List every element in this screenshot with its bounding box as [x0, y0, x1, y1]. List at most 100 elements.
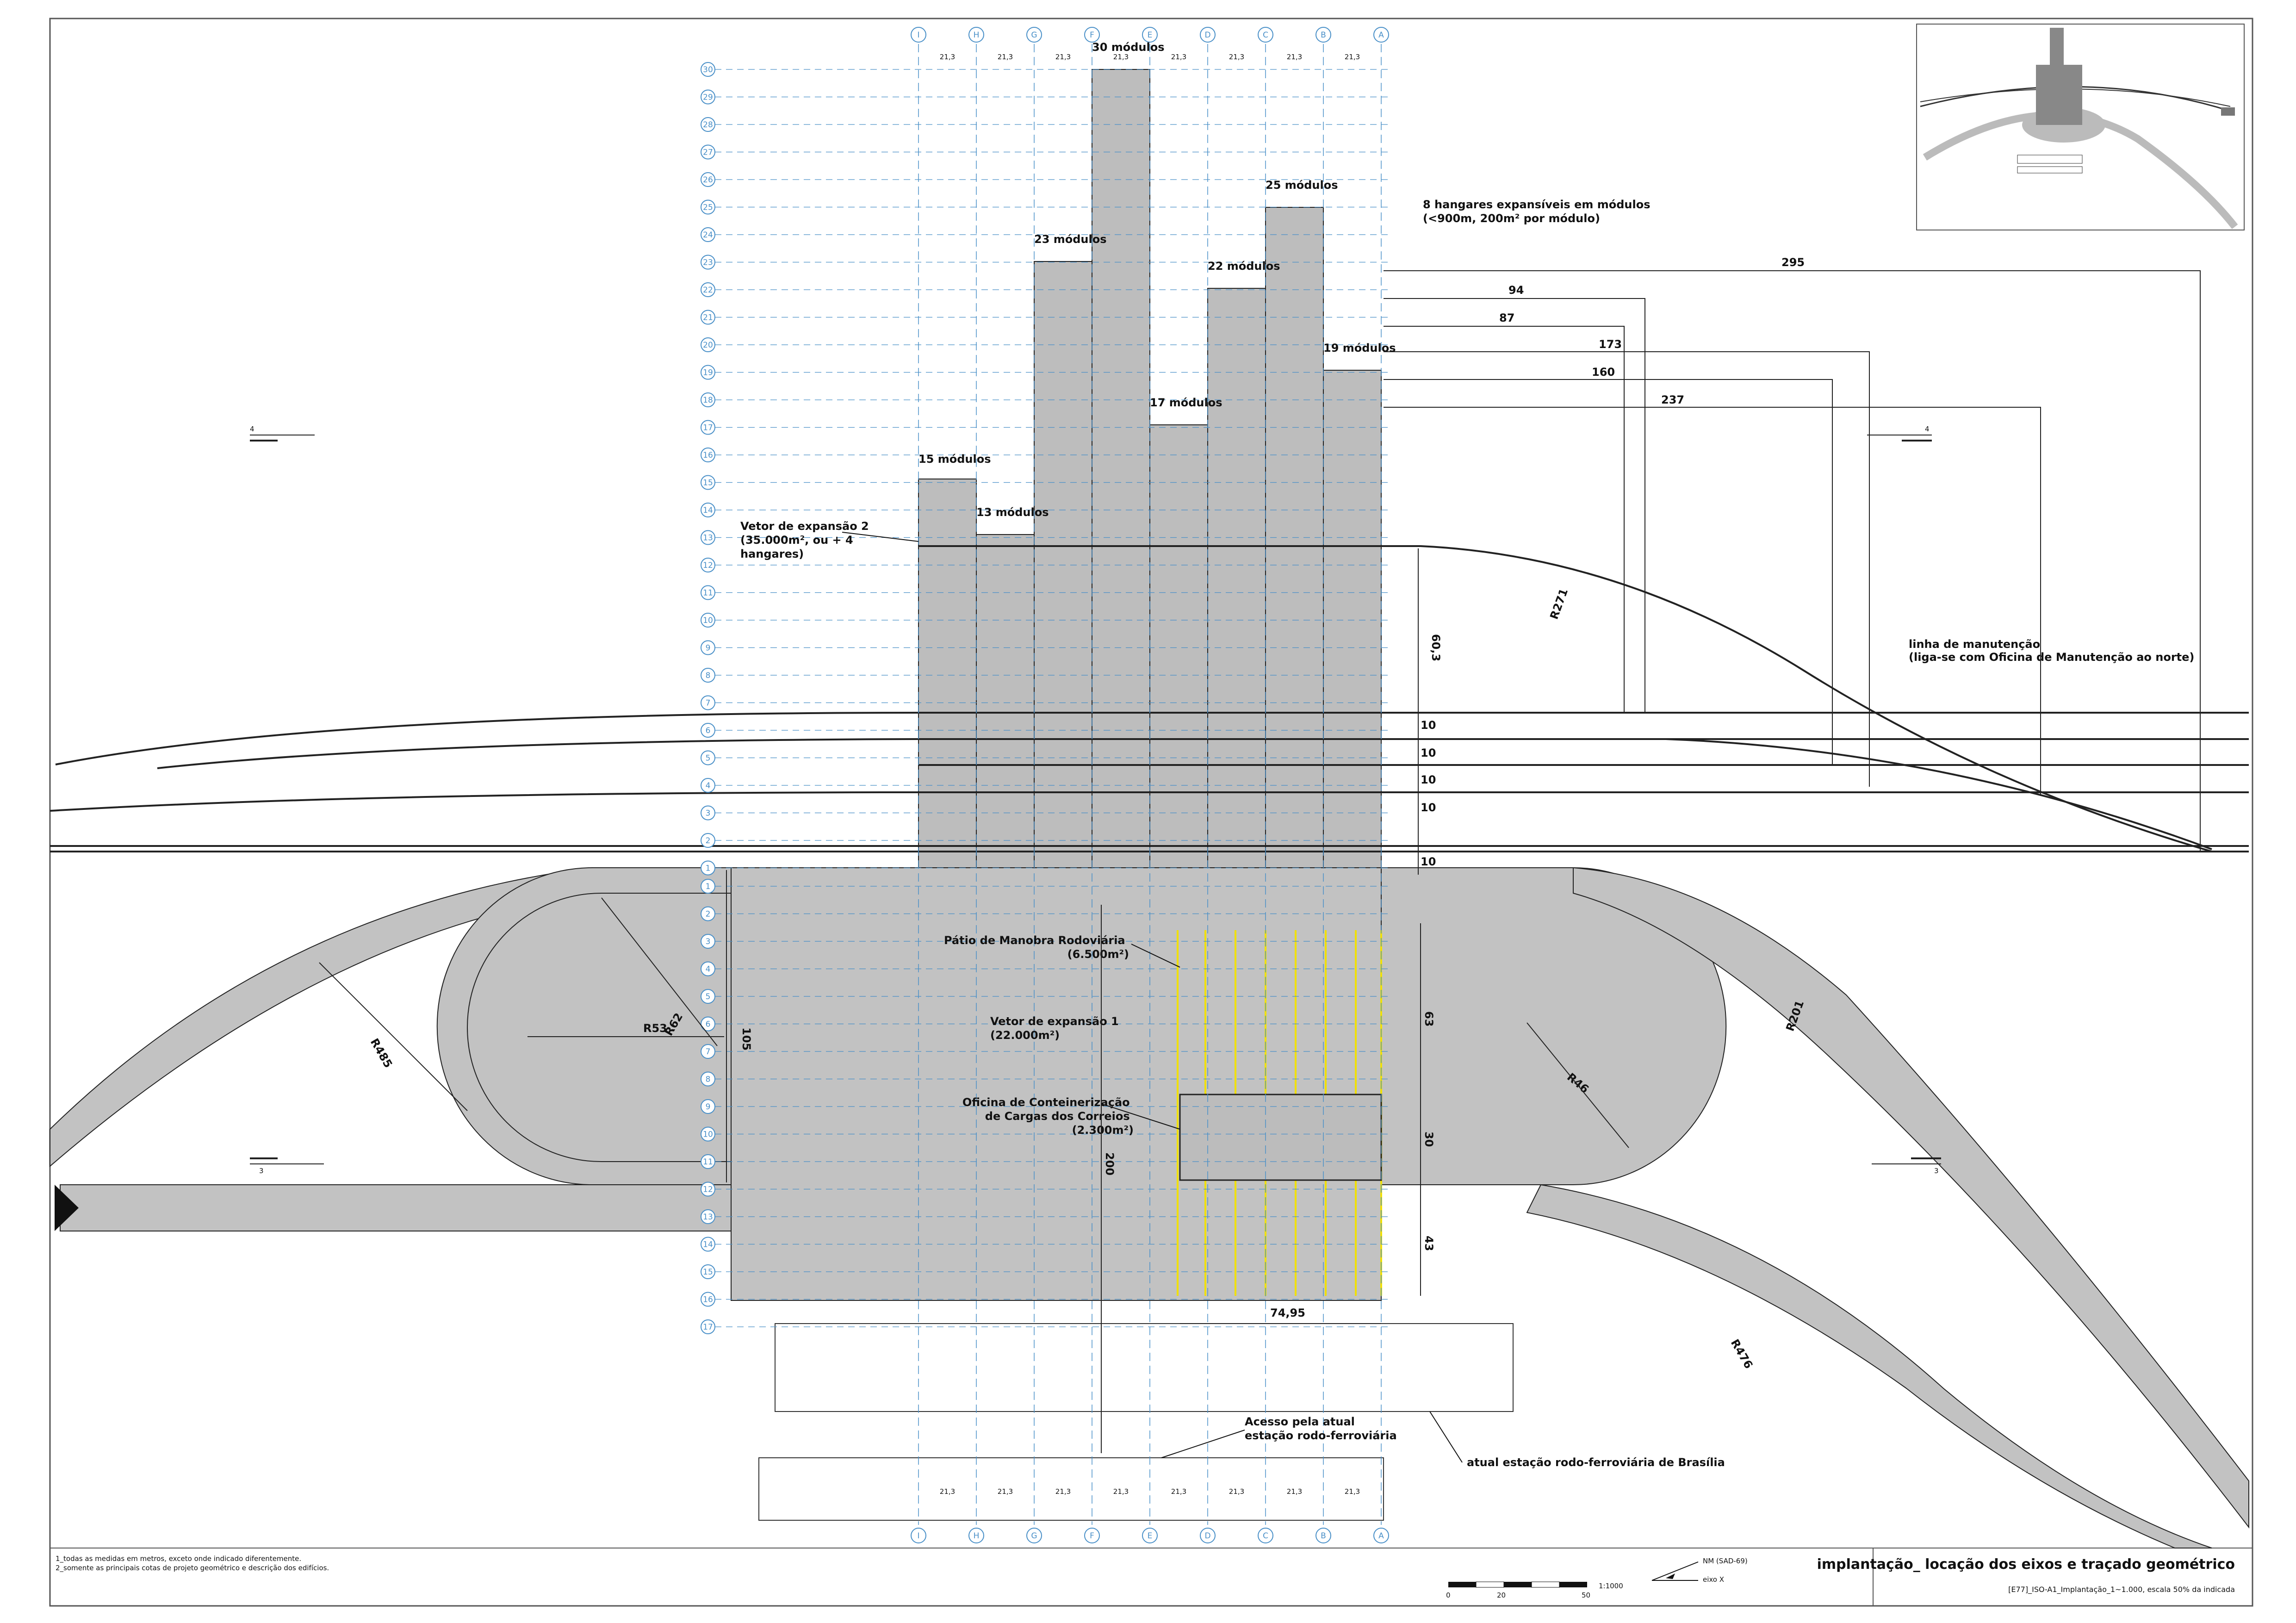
column-label-C: C	[1263, 1531, 1268, 1541]
row-bubble-north-15: 15	[701, 475, 715, 490]
row-bubble-south-4: 4	[701, 961, 715, 976]
column-label-A: A	[1378, 1531, 1384, 1541]
dim-10-d: 10	[1421, 801, 1436, 814]
drawing-title: implantação_ locação dos eixos e traçado…	[1817, 1556, 2235, 1573]
row-bubble-north-11: 11	[701, 585, 715, 600]
row-bubble-north-6: 6	[701, 723, 715, 738]
column-label-D: D	[1204, 31, 1210, 40]
column-label-B: B	[1321, 1531, 1326, 1541]
note-1: 1_todas as medidas em metros, exceto ond…	[56, 1555, 301, 1563]
hangar-label-E: 17 módulos	[1150, 396, 1222, 409]
hangar-label-G: 23 módulos	[1034, 233, 1107, 246]
row-label-south-8: 8	[706, 1075, 711, 1084]
dim-10-b: 10	[1421, 746, 1436, 759]
row-label-north-16: 16	[703, 451, 713, 460]
column-bubble-G-bottom: G	[1026, 1528, 1042, 1543]
drawing-file-ref: [E77]_ISO-A1_Implantação_1~1.000, escala…	[2008, 1585, 2235, 1594]
row-bubble-north-23: 23	[701, 255, 715, 270]
column-bubble-D-top: D	[1200, 27, 1216, 43]
row-label-north-19: 19	[703, 368, 713, 378]
radius-r476: R476	[1728, 1337, 1756, 1371]
column-spacing-top-6: 21,3	[1287, 53, 1302, 61]
dim-10-a: 10	[1421, 719, 1436, 732]
dim-295: 295	[1781, 256, 1805, 269]
row-label-south-12: 12	[703, 1185, 713, 1194]
current-station-label: atual estação rodo-ferroviária de Brasíl…	[1467, 1456, 1725, 1469]
dim-94: 94	[1508, 284, 1524, 297]
container-workshop-block	[1179, 1094, 1382, 1181]
general-notes: 1_todas as medidas em metros, exceto ond…	[56, 1555, 329, 1573]
container-workshop-label: Oficina de Conteinerização de Cargas dos…	[962, 1096, 1134, 1137]
dim-10-e: 10	[1421, 855, 1436, 868]
row-label-north-28: 28	[703, 120, 713, 130]
column-spacing-top-0: 21,3	[940, 53, 955, 61]
row-bubble-south-13: 13	[701, 1209, 715, 1224]
row-bubble-north-21: 21	[701, 310, 715, 325]
column-spacing-bottom-1: 21,3	[998, 1487, 1013, 1496]
row-label-south-1: 1	[706, 882, 711, 891]
row-label-south-2: 2	[706, 910, 711, 919]
column-label-C: C	[1263, 31, 1268, 40]
yard-dimensions: 105 63 30 43 200 74,95	[726, 870, 1435, 1453]
section-mark-4-east: 4	[1925, 425, 1930, 433]
row-label-north-18: 18	[703, 396, 713, 405]
row-label-north-7: 7	[706, 699, 711, 708]
row-label-south-14: 14	[703, 1240, 713, 1250]
column-bubble-H-top: H	[968, 27, 984, 43]
row-label-north-25: 25	[703, 203, 713, 212]
row-bubble-south-15: 15	[701, 1264, 715, 1279]
column-spacing-bottom-3: 21,3	[1113, 1487, 1129, 1496]
section-mark-3-east: 3	[1934, 1167, 1939, 1175]
row-label-north-3: 3	[706, 809, 711, 818]
hangar-G	[1034, 261, 1092, 868]
column-label-G: G	[1031, 1531, 1037, 1541]
radius-r485: R485	[368, 1036, 395, 1070]
dim-160: 160	[1592, 366, 1615, 379]
row-bubble-north-30: 30	[701, 62, 715, 77]
row-bubble-south-16: 16	[701, 1292, 715, 1307]
scale-bar: 0 20 50 1:1000	[1446, 1581, 1623, 1599]
row-bubble-south-14: 14	[701, 1237, 715, 1252]
row-bubble-north-18: 18	[701, 392, 715, 407]
row-label-north-15: 15	[703, 479, 713, 488]
hangars-note: 8 hangares expansíveis em módulos (<900m…	[1423, 198, 1654, 225]
column-spacing-top-7: 21,3	[1345, 53, 1360, 61]
dim-63: 63	[1422, 1011, 1435, 1026]
row-label-north-11: 11	[703, 589, 713, 598]
column-spacing-top-5: 21,3	[1229, 53, 1244, 61]
row-grid-lines	[715, 69, 1388, 1327]
north-label-nm: NM (SAD-69)	[1703, 1557, 1748, 1565]
row-bubble-north-28: 28	[701, 117, 715, 132]
dim-87: 87	[1499, 311, 1514, 324]
row-label-north-1: 1	[706, 864, 711, 873]
column-bubble-A-bottom: A	[1373, 1528, 1389, 1543]
row-bubble-north-9: 9	[701, 640, 715, 655]
row-label-north-17: 17	[703, 423, 713, 433]
road-yard-label: Pátio de Manobra Rodoviária (6.500m²)	[944, 934, 1129, 961]
column-bubble-H-bottom: H	[968, 1528, 984, 1543]
row-label-south-15: 15	[703, 1268, 713, 1277]
row-bubble-south-6: 6	[701, 1016, 715, 1032]
expansion-vector-2-label: Vetor de expansão 2 (35.000m², ou + 4 ha…	[740, 520, 873, 560]
hangar-label-I: 15 módulos	[918, 453, 991, 466]
north-arrow: NM (SAD-69) eixo X	[1651, 1557, 1748, 1584]
hangar-F	[1092, 69, 1150, 868]
column-spacing-bottom-5: 21,3	[1229, 1487, 1244, 1496]
row-label-north-4: 4	[706, 781, 711, 790]
column-spacing-bottom-2: 21,3	[1055, 1487, 1071, 1496]
length-dimension-labels: 295 94 87 173 160 237	[1499, 256, 1805, 406]
row-bubble-south-3: 3	[701, 934, 715, 949]
row-bubble-south-11: 11	[701, 1154, 715, 1169]
column-spacing-top-2: 21,3	[1055, 53, 1071, 61]
hangar-D	[1207, 288, 1266, 868]
note-2: 2_somente as principais cotas de projeto…	[56, 1564, 329, 1573]
column-spacing-labels: 21,321,321,321,321,321,321,321,321,321,3…	[940, 53, 1360, 1496]
row-bubble-north-10: 10	[701, 613, 715, 628]
hangar-label-D: 22 módulos	[1208, 260, 1280, 273]
road-curve-southeast	[1526, 1184, 2212, 1548]
row-label-south-9: 9	[706, 1102, 711, 1112]
column-bubble-F-bottom: F	[1084, 1528, 1100, 1543]
key-map	[1916, 24, 2245, 230]
